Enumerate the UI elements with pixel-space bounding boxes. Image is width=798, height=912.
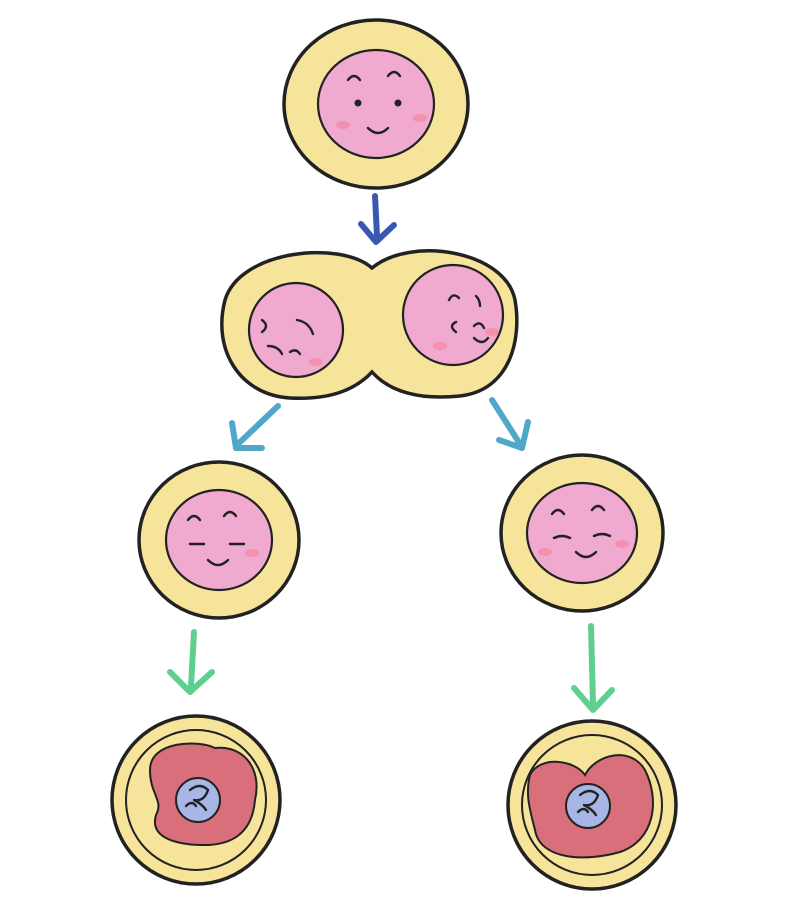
- dividing-cell: [220, 249, 519, 400]
- daughter-right-nucleus: [525, 481, 639, 585]
- daughter-cell-right: [499, 453, 665, 613]
- content-face-icon: [538, 504, 629, 559]
- arrow-down-icon: [167, 629, 215, 695]
- content-face-icon: [186, 510, 259, 567]
- arrow-down-left-icon: [229, 403, 281, 451]
- daughter-cell-left: [137, 460, 301, 620]
- squinting-face-icon: [260, 318, 323, 366]
- nucleus-right: [401, 263, 505, 367]
- developing-cell-left: [110, 714, 282, 886]
- arrow-down-icon: [358, 193, 397, 245]
- zygote-cell: [282, 18, 470, 190]
- developing-cell-right: [506, 719, 678, 891]
- smiling-face-icon: [336, 70, 427, 135]
- daughter-left-nucleus: [164, 488, 274, 592]
- arrow-down-icon: [571, 623, 615, 713]
- arrow-down-right-icon: [489, 397, 531, 451]
- zygote-nucleus: [316, 48, 436, 160]
- nucleus-left: [247, 281, 345, 379]
- squinting-face-icon: [433, 294, 499, 350]
